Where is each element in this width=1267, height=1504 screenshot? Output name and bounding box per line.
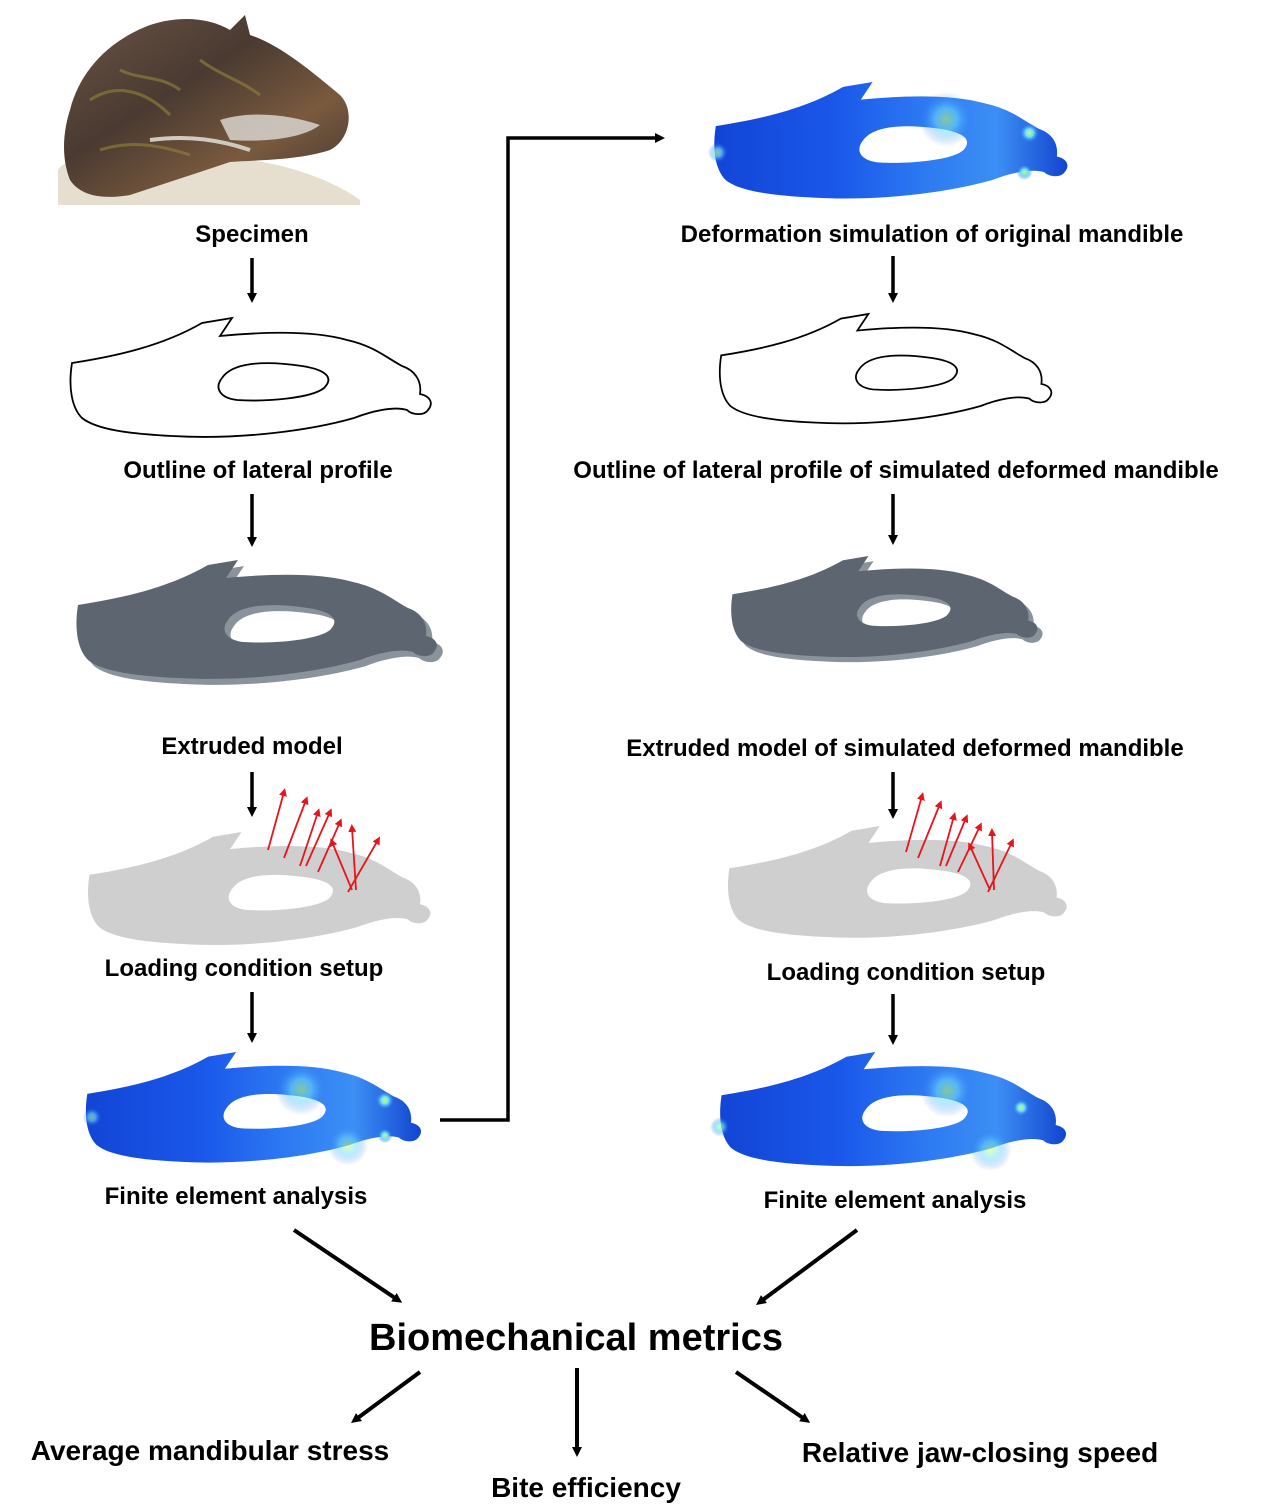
extruded-deformed [731,556,1042,662]
outline-lateral-profile [70,318,430,437]
extruded-model [76,560,442,685]
fea-model [83,1052,421,1165]
fea-label: Finite element analysis [105,1183,368,1210]
arrow-icon [294,1230,398,1300]
connector-arrow [440,138,660,1120]
specimen-photo [58,15,360,205]
extruded-deformed-label: Extruded model of simulated deformed man… [626,735,1183,762]
specimen-label: Specimen [195,221,308,248]
fea-deformed-label: Finite element analysis [764,1187,1027,1214]
extruded-label: Extruded model [161,733,342,760]
loading-label: Loading condition setup [105,955,384,982]
deformation-label: Deformation simulation of original mandi… [681,221,1184,248]
loading-model [88,832,430,945]
metric-stress: Average mandibular stress [31,1435,389,1466]
deformation-model [708,82,1067,199]
metrics-title: Biomechanical metrics [369,1317,783,1359]
arrow-icon [760,1230,857,1302]
arrow-icon [355,1372,420,1420]
outline-deformed-label: Outline of lateral profile of simulated … [573,457,1218,484]
outline-deformed [720,314,1052,423]
outline-label: Outline of lateral profile [123,457,392,484]
metric-speed: Relative jaw-closing speed [802,1437,1158,1468]
loading-deformed [728,826,1067,938]
loading-deformed-label: Loading condition setup [767,959,1046,986]
arrow-icon [736,1372,806,1420]
fea-deformed [710,1052,1066,1171]
metric-efficiency: Bite efficiency [491,1472,681,1503]
